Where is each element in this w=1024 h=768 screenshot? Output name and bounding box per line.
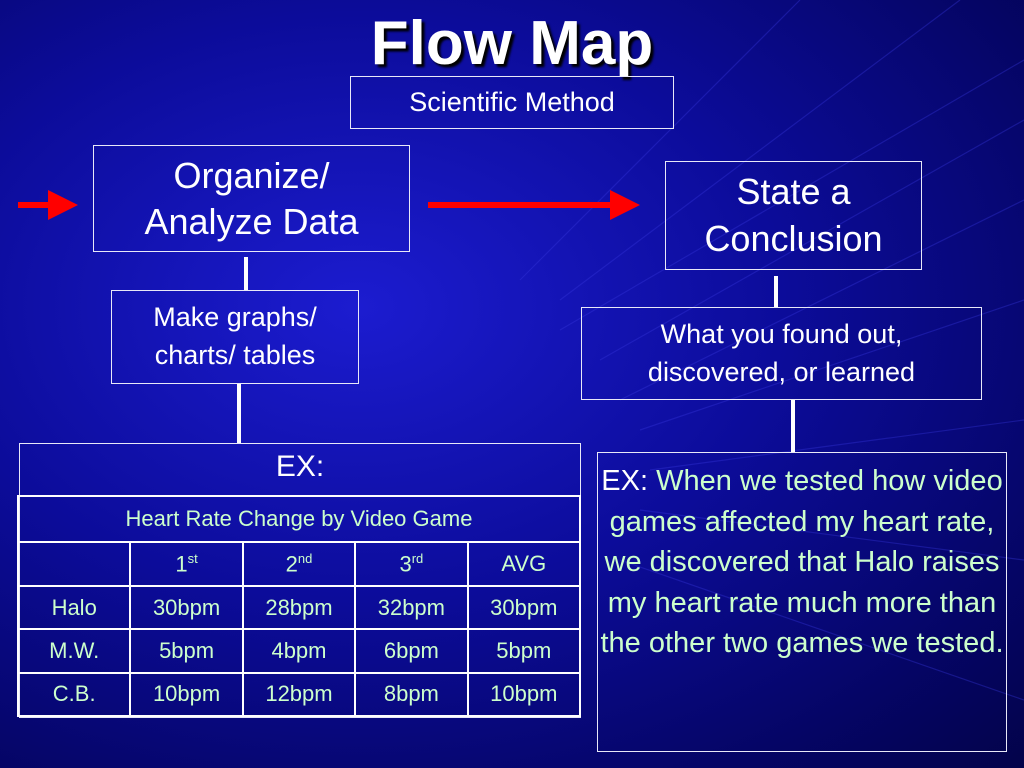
table-cell: 5bpm	[129, 628, 244, 674]
table-caption-row: Heart Rate Change by Video Game	[17, 495, 581, 543]
found-out-line-1: What you found out,	[660, 318, 903, 349]
table-row: M.W. 5bpm 4bpm 6bpm 5bpm	[16, 628, 582, 674]
table-row: C.B. 10bpm 12bpm 8bpm 10bpm	[16, 671, 582, 718]
make-graphs-line-2: charts/ tables	[154, 340, 316, 370]
connector-found-out	[791, 400, 795, 452]
header-cell: AVG	[466, 541, 582, 587]
table-header-row: 1st 2nd 3rd AVG	[16, 541, 582, 587]
found-out-box: What you found out, discovered, or learn…	[581, 307, 982, 400]
table-row: Halo 30bpm 28bpm 32bpm 30bpm	[16, 584, 582, 631]
state-conclusion-step: State a Conclusion	[665, 161, 922, 270]
make-graphs-box: Make graphs/ charts/ tables	[111, 290, 359, 384]
example-right-text: EX: When we tested how video games affec…	[599, 461, 1005, 664]
table-cell: 5bpm	[466, 628, 582, 674]
connector-make-graphs	[237, 384, 241, 443]
table-cell: 28bpm	[241, 584, 357, 631]
header-cell: 1st	[129, 541, 244, 587]
table-cell: M.W.	[16, 628, 132, 674]
table-cell: Halo	[16, 584, 132, 631]
table-cell: 12bpm	[241, 671, 357, 718]
table-cell: 30bpm	[129, 584, 244, 631]
subtitle-text: Scientific Method	[409, 87, 615, 118]
found-out-line-2: discovered, or learned	[647, 356, 916, 387]
table-cell: 4bpm	[241, 628, 357, 674]
connector-organize	[244, 257, 248, 290]
header-cell: 2nd	[241, 541, 357, 587]
step-arrow	[428, 190, 640, 220]
table-cell: 8bpm	[354, 671, 469, 718]
header-cell: 3rd	[354, 541, 469, 587]
organize-analyze-step: Organize/ Analyze Data	[93, 145, 410, 252]
table-cell: 6bpm	[354, 628, 469, 674]
table-cell: 32bpm	[354, 584, 469, 631]
incoming-arrow	[18, 190, 78, 220]
conclusion-line-2: Conclusion	[704, 217, 883, 259]
connector-conclusion	[774, 276, 778, 307]
table-cell: C.B.	[16, 671, 132, 718]
table-cell: 10bpm	[466, 671, 582, 718]
example-right-box	[597, 452, 1007, 752]
table-cell: 30bpm	[466, 584, 582, 631]
subtitle-box: Scientific Method	[350, 76, 674, 129]
example-right-prefix: EX:	[601, 465, 657, 497]
header-cell	[16, 541, 132, 587]
organize-line-1: Organize/	[173, 154, 330, 196]
make-graphs-line-1: Make graphs/	[153, 302, 317, 333]
table-cell: 10bpm	[129, 671, 244, 718]
heart-rate-table: Heart Rate Change by Video Game 1st 2nd …	[16, 495, 582, 718]
conclusion-line-1: State a	[736, 170, 851, 212]
page-title: Flow Map	[370, 9, 654, 78]
example-right-body: When we tested how video games affected …	[600, 465, 1004, 660]
organize-line-2: Analyze Data	[144, 200, 359, 242]
example-left-label: EX:	[275, 450, 325, 483]
table-caption: Heart Rate Change by Video Game	[17, 495, 581, 543]
